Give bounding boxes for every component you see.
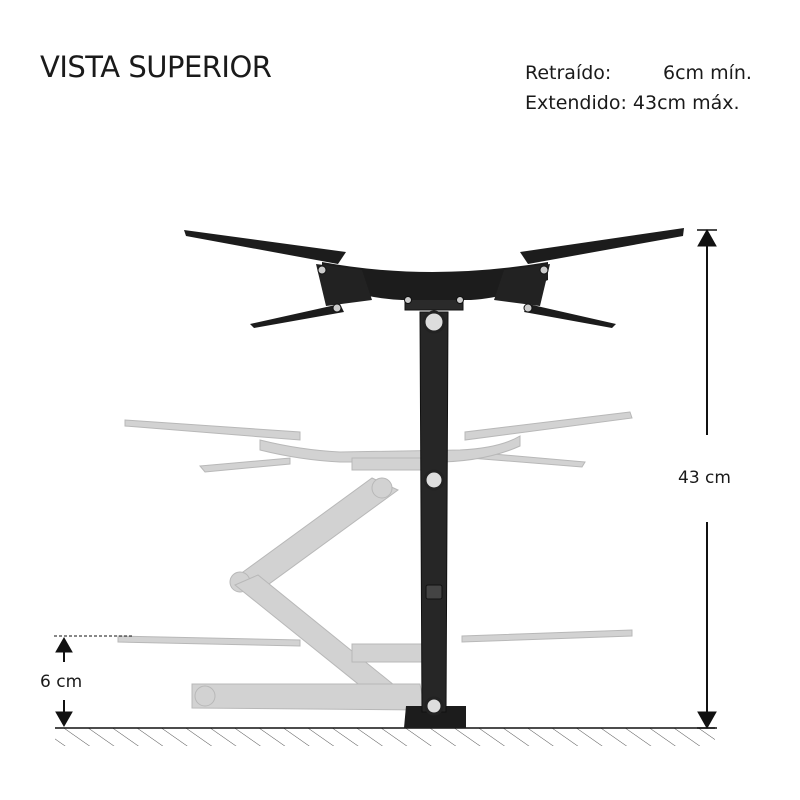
dimension-43cm-label: 43 cm	[678, 468, 731, 488]
dimension-6cm	[54, 635, 132, 728]
diagram-title: VISTA SUPERIOR	[40, 50, 272, 84]
spec-retracted-value: 6cm mín.	[663, 62, 752, 84]
spec-extended-label: Extendido:	[525, 92, 627, 114]
floor-hatch	[55, 727, 715, 746]
spec-retracted: Retraído: 6cm mín.	[525, 58, 752, 88]
spec-list: Retraído: 6cm mín. Extendido: 43cm máx.	[525, 58, 752, 118]
dimension-43cm	[697, 228, 717, 730]
spec-extended-value: 43cm máx.	[632, 92, 740, 114]
spec-extended: Extendido: 43cm máx.	[525, 88, 740, 118]
dimension-6cm-label: 6 cm	[40, 672, 83, 692]
ghost-mount-positions	[117, 411, 633, 711]
extended-mount	[184, 228, 684, 728]
spec-retracted-label: Retraído:	[525, 62, 612, 84]
